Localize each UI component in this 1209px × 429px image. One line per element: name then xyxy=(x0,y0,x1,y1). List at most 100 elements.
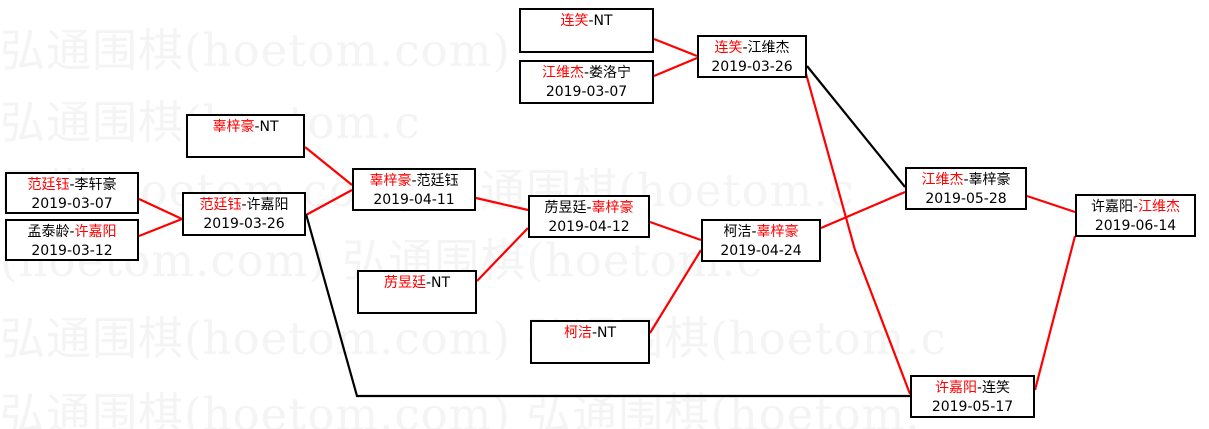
match-date: 2019-03-26 xyxy=(711,59,793,75)
match-date: 2019-03-07 xyxy=(31,196,113,212)
edge-mi-gu-to-ke-gu xyxy=(649,220,702,242)
player-separator: - xyxy=(1132,199,1139,215)
player-loser: 柯洁 xyxy=(723,224,752,240)
match-pair: 辜梓豪-NT xyxy=(188,118,303,137)
match-date: 2019-03-26 xyxy=(203,216,285,232)
player-winner: 江维杰 xyxy=(1138,199,1181,215)
match-date: 2019-05-17 xyxy=(931,399,1014,415)
player-separator: - xyxy=(963,172,969,188)
edge-mi-nt-to-mi-gu xyxy=(476,227,529,282)
match-lian-xiao-bye[interactable]: 连笑-NT xyxy=(519,8,654,53)
player-winner: 江维杰 xyxy=(541,65,584,81)
player-winner: 江维杰 xyxy=(921,172,964,188)
player-loser: 娄洛宁 xyxy=(589,65,632,81)
player-separator: - xyxy=(588,13,594,29)
edge-ke-nt-to-ke-gu xyxy=(649,249,702,334)
player-winner: 范廷钰 xyxy=(199,197,242,213)
match-pair: 江维杰-娄洛宁 xyxy=(521,64,652,83)
player-loser: NT xyxy=(593,13,613,29)
watermark-text: 弘通围棋(hoetom.com) 弘通围棋(hoetom.c xyxy=(0,312,947,365)
match-pair: 连笑-NT xyxy=(521,12,652,31)
match-pair: 范廷钰-许嘉阳 xyxy=(184,196,304,215)
match-date: 2019-03-07 xyxy=(545,84,628,100)
player-separator: - xyxy=(976,380,983,396)
match-pair: 苈昱廷-辜梓豪 xyxy=(530,199,648,218)
match-pair: 江维杰-辜梓豪 xyxy=(907,171,1025,190)
player-loser: 苈昱廷 xyxy=(544,200,587,216)
player-separator: - xyxy=(411,173,417,189)
player-loser: 连笑 xyxy=(982,380,1011,396)
player-loser: 许嘉阳 xyxy=(1090,199,1133,215)
match-date: 2019-05-28 xyxy=(925,191,1007,207)
player-loser: NT xyxy=(259,119,279,135)
player-separator: - xyxy=(586,200,592,216)
player-winner: 许嘉阳 xyxy=(74,224,117,240)
match-pair: 许嘉阳-江维杰 xyxy=(1077,198,1194,217)
player-winner: 柯洁 xyxy=(563,325,592,341)
edge-fan-lixuanhao-to-fan-xujiayang xyxy=(138,198,183,220)
player-loser: 许嘉阳 xyxy=(246,197,289,213)
edge-xu-lianxiao-to-xu-jiang xyxy=(1033,235,1077,391)
match-xu-jiayang-vs-lian-xiao[interactable]: 许嘉阳-连笑 2019-05-17 xyxy=(910,375,1035,418)
match-pair: 辜梓豪-范廷钰 xyxy=(354,172,474,191)
player-loser: 江维杰 xyxy=(747,40,790,56)
player-loser: 李轩豪 xyxy=(74,177,117,193)
player-loser: NT xyxy=(431,275,451,291)
player-winner: 连笑 xyxy=(714,40,743,56)
player-loser: 辜梓豪 xyxy=(968,172,1011,188)
player-winner: 辜梓豪 xyxy=(369,173,412,189)
edge-meng-xujiayang-to-fan-xujiayang xyxy=(138,217,183,238)
edge-fan-xujiayang-to-gu-fan xyxy=(305,189,353,216)
match-ke-jie-bye[interactable]: 柯洁-NT xyxy=(530,320,650,364)
player-loser: 孟泰龄 xyxy=(27,224,70,240)
match-date: 2019-06-14 xyxy=(1094,218,1177,234)
match-pair: 苈昱廷-NT xyxy=(359,274,475,293)
player-winner: 辜梓豪 xyxy=(212,119,255,135)
match-date: 2019-04-12 xyxy=(548,219,630,235)
player-loser: NT xyxy=(597,325,617,341)
watermark-text: 弘通围棋(hoetom.com) xyxy=(0,24,511,77)
edge-ke-gu-to-jiang-gu xyxy=(820,190,906,230)
edge-gu-nt-to-gu-fan xyxy=(304,146,353,186)
match-pair: 孟泰龄-许嘉阳 xyxy=(7,223,137,242)
edge-jiang-lou-to-lianxiao-jiang xyxy=(653,56,698,78)
edge-lianxiao-jiang-to-jiang-gu xyxy=(806,65,906,188)
player-separator: - xyxy=(742,40,748,56)
player-winner: 辜梓豪 xyxy=(591,200,634,216)
edge-jiang-gu-to-xu-jiang xyxy=(1026,194,1076,214)
player-winner: 苈昱廷 xyxy=(383,275,426,291)
player-winner: 范廷钰 xyxy=(27,177,70,193)
match-mi-yuting-bye[interactable]: 苈昱廷-NT xyxy=(357,270,477,314)
match-pair: 范廷钰-李轩豪 xyxy=(7,176,137,195)
player-loser: 范廷钰 xyxy=(416,173,459,189)
player-separator: - xyxy=(241,197,247,213)
player-separator: - xyxy=(583,65,590,81)
match-gu-zihao-bye[interactable]: 辜梓豪-NT xyxy=(186,114,305,158)
edge-gu-fan-to-mi-gu xyxy=(475,196,529,212)
match-date: 2019-04-11 xyxy=(373,192,455,208)
player-separator: - xyxy=(69,177,75,193)
match-pair: 连笑-江维杰 xyxy=(699,39,805,58)
watermark-text: 弘通围棋(hoetom.com) 弘通围棋(hoetom. xyxy=(0,388,921,429)
player-separator: - xyxy=(254,119,260,135)
player-winner: 连笑 xyxy=(560,13,589,29)
match-date: 2019-04-24 xyxy=(720,243,802,259)
player-winner: 许嘉阳 xyxy=(934,380,977,396)
player-winner: 辜梓豪 xyxy=(756,224,799,240)
match-pair: 柯洁-辜梓豪 xyxy=(703,223,819,242)
match-date: 2019-03-12 xyxy=(31,243,113,259)
match-pair: 柯洁-NT xyxy=(532,324,648,343)
edge-lianxiao-nt-to-lianxiao-jiang xyxy=(653,37,698,58)
player-separator: - xyxy=(69,224,75,240)
